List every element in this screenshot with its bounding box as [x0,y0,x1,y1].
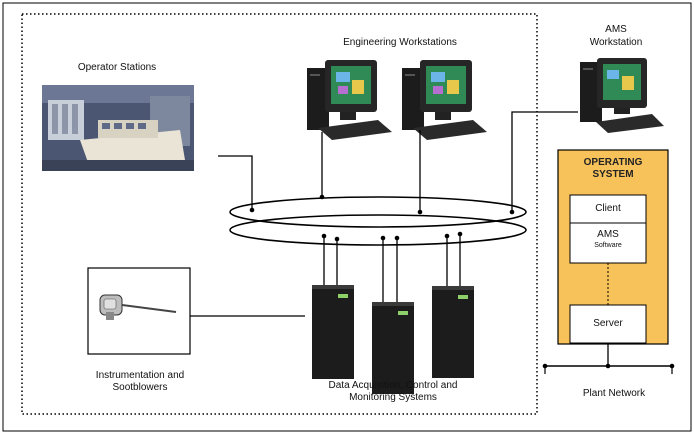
engineering-workstation-1 [307,60,392,140]
operator-stations-label: Operator Stations [77,62,157,73]
server-tower-3 [432,286,474,378]
connection-dots [249,194,515,242]
server-tower-1 [312,285,354,379]
ams-label: AMS [597,229,619,240]
daq-label-line2: Monitoring Systems [349,392,437,403]
server-tower-2 [372,302,414,394]
server-label: Server [593,318,623,329]
dcs-boundary [21,13,538,415]
os-title-line1: OPERATING [583,157,643,168]
os-title-line2: SYSTEM [592,169,634,180]
operator-stations-image [42,85,194,171]
ams-workstation [580,58,664,133]
client-label: Client [595,203,621,214]
ams-workstation-label-line1: AMS [605,24,627,35]
network-ring-lower [229,214,527,246]
network-ring-upper [229,196,527,228]
server-box [569,304,647,344]
ams-software-label: Software [594,242,622,249]
instrumentation-label-line1: Instrumentation and [95,370,185,381]
instrument-icon [99,294,177,320]
network-connections [190,111,578,317]
plant-network-label: Plant Network [582,388,646,399]
daq-label-line1: Data Acquisition, Control and [328,380,458,391]
engineering-workstations-label: Engineering Workstations [343,37,457,48]
instrumentation-label-line2: Sootblowers [112,382,168,393]
engineering-workstation-2 [402,60,487,140]
outer-frame [2,2,692,432]
ams-workstation-label-line2: Workstation [589,37,643,48]
